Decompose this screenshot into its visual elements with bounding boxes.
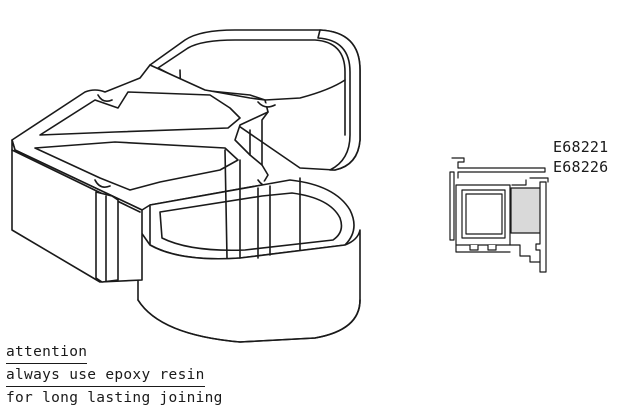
section-bottom-detail [469, 244, 541, 263]
attention-note: attention always use epoxy resin for lon… [6, 341, 223, 409]
web-right [257, 177, 301, 259]
back-lobe-side [317, 29, 361, 171]
front-lobe-wall-curve [137, 299, 361, 343]
notch-left [94, 94, 113, 188]
end-strip [95, 191, 119, 283]
section-profile-view [449, 157, 549, 273]
article-code-list: E68221 E68226 [553, 137, 608, 177]
section-bottom-rail [455, 244, 511, 253]
section-right-leg [535, 181, 547, 273]
front-lobe-inner [159, 192, 343, 252]
back-lobe-inner [157, 39, 346, 101]
upper-chamber [39, 91, 241, 136]
note-heading: attention [6, 341, 88, 364]
section-glass-channel [465, 193, 503, 235]
section-inner-chamber [461, 189, 506, 239]
article-code-2: E68226 [553, 158, 609, 176]
note-line-2: for long lasting joining [6, 390, 223, 406]
article-code-1: E68221 [553, 138, 609, 156]
web-center [224, 149, 241, 259]
section-insert [510, 187, 545, 234]
section-top-flange [451, 157, 546, 179]
section-left-leg [449, 171, 455, 241]
note-line-1: always use epoxy resin [6, 364, 205, 387]
section-top-right-lip [511, 177, 549, 186]
back-right-step [249, 111, 269, 166]
middle-chamber [34, 141, 239, 191]
isometric-profile-view [11, 29, 361, 343]
